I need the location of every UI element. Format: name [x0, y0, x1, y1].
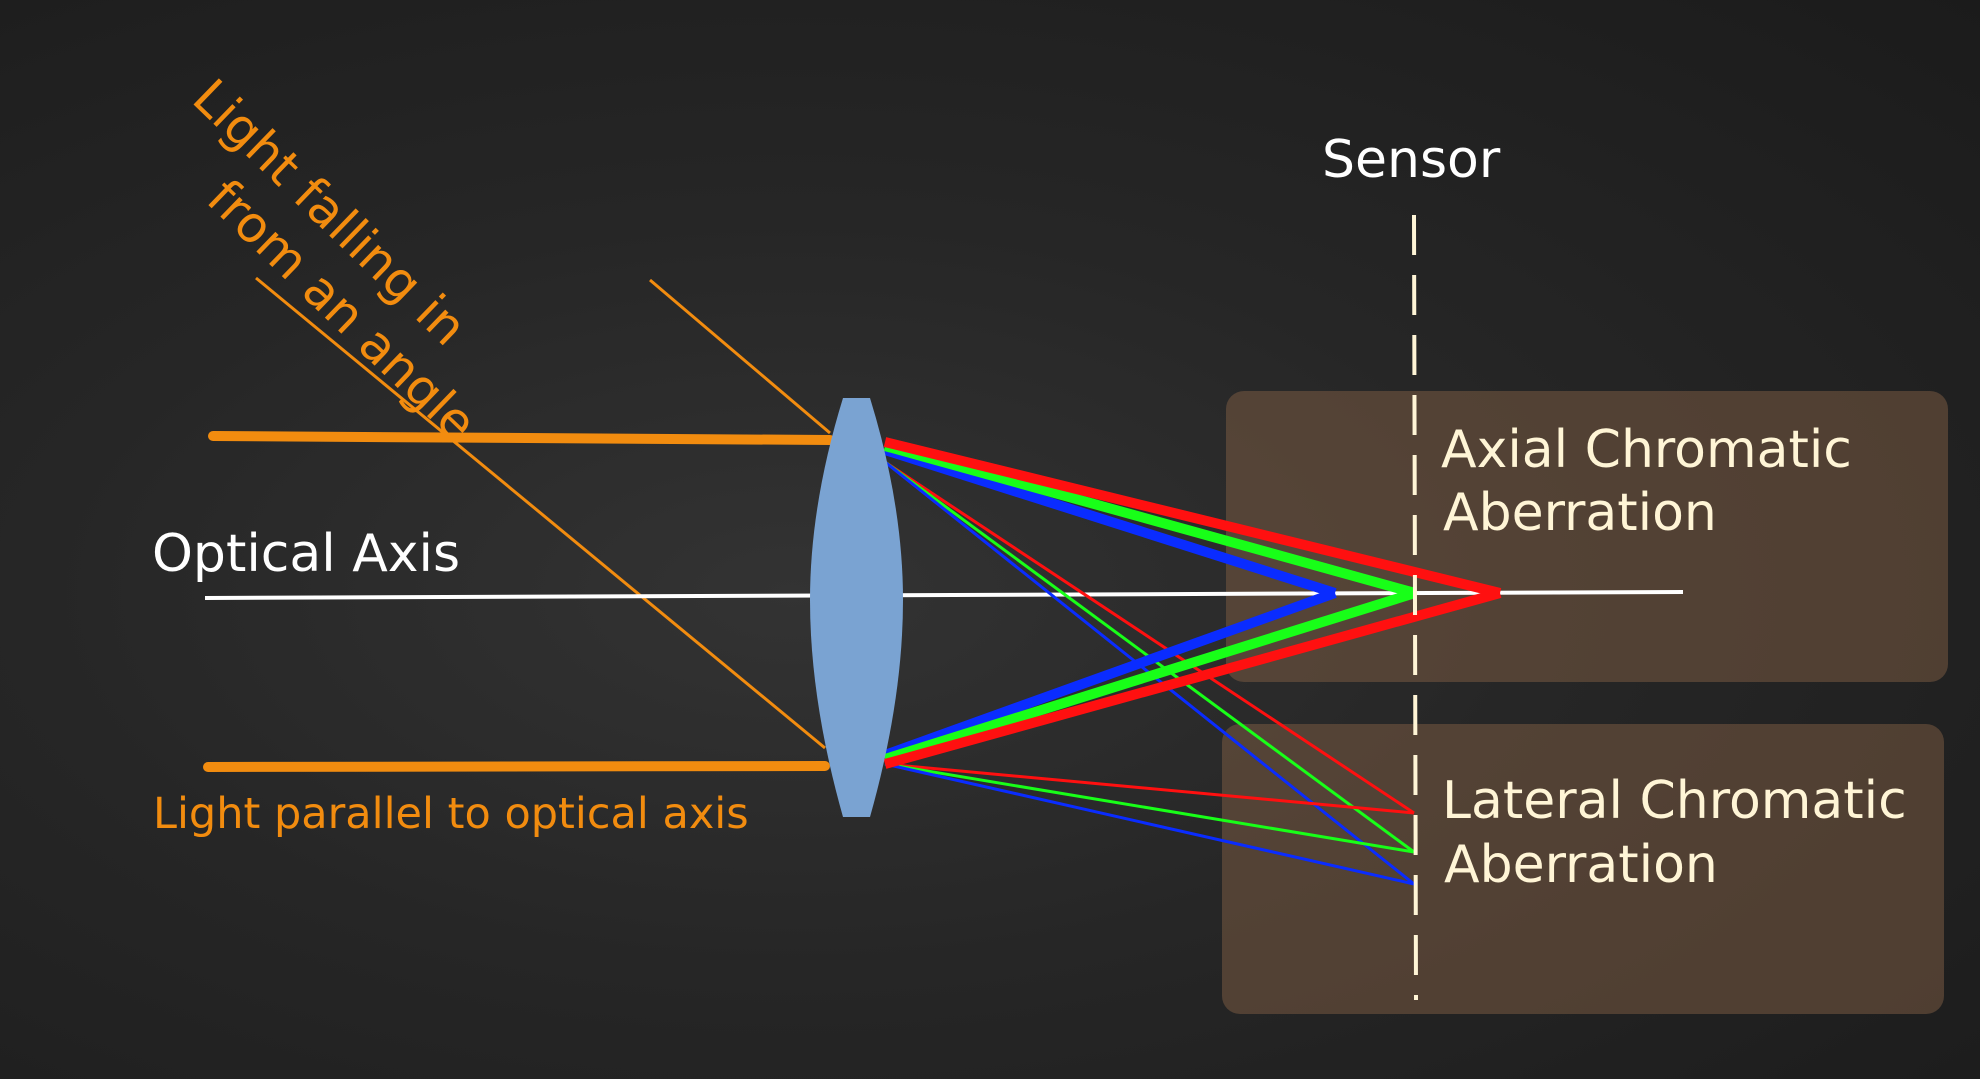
axial-blue-ray-bottom [883, 588, 1337, 760]
lateral-aberration-label-line2: Aberration [1444, 835, 1718, 895]
sensor-label: Sensor [1322, 130, 1501, 190]
angled-ray-top [649, 278, 831, 435]
parallel-light-label: Light parallel to optical axis [153, 789, 749, 839]
lens [810, 398, 903, 817]
lateral-green-ray-bottom [884, 762, 1415, 854]
parallel-ray-top [208, 431, 835, 445]
axial-aberration-label-line1: Axial Chromatic [1441, 420, 1852, 480]
axial-red-ray-top [883, 437, 1502, 598]
sensor-line [1412, 214, 1418, 1001]
axial-blue-ray-top [883, 445, 1337, 598]
axial-rays [883, 437, 1502, 769]
angled-ray-bottom [255, 276, 826, 750]
lateral-aberration-label-line1: Lateral Chromatic [1442, 771, 1907, 831]
axial-green-ray-top [883, 441, 1417, 598]
lateral-blue-ray-bottom [884, 762, 1415, 886]
axial-green-ray-bottom [883, 588, 1417, 764]
lateral-red-ray-top [884, 460, 1415, 815]
axial-aberration-label-line2: Aberration [1443, 483, 1717, 543]
axial-red-ray-bottom [883, 588, 1502, 769]
optical-axis-label: Optical Axis [152, 524, 461, 584]
optical-axis-line [204, 590, 1684, 600]
parallel-ray-bottom [203, 761, 830, 772]
lateral-red-ray-bottom [884, 762, 1415, 815]
